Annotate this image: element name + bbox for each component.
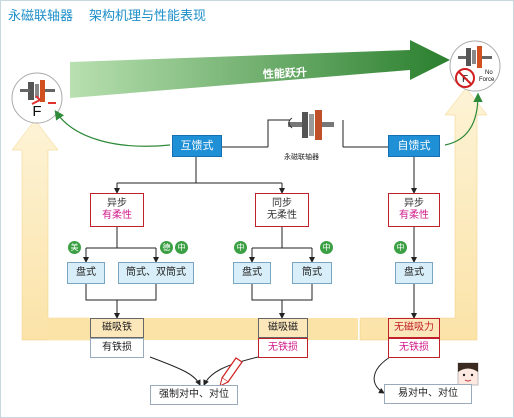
left-async-line1: 异步 bbox=[107, 198, 127, 209]
no-force-coupling-icon: F bbox=[449, 40, 501, 92]
right-badge: 中 bbox=[394, 241, 407, 254]
no-force-line1: No bbox=[485, 70, 493, 76]
right-async-line1: 异步 bbox=[404, 198, 424, 209]
mid-sync-line1: 同步 bbox=[272, 198, 292, 209]
coupling-image bbox=[288, 110, 334, 140]
mid-badge-2: 中 bbox=[320, 241, 333, 254]
badge-de: 德 bbox=[160, 241, 173, 254]
svg-text:F: F bbox=[462, 74, 468, 85]
left-magnet-box: 磁吸铁 bbox=[90, 318, 144, 338]
badge-us: 美 bbox=[68, 241, 81, 254]
mid-sync-line2: 无柔性 bbox=[267, 210, 297, 221]
right-disc-box: 盘式 bbox=[395, 262, 433, 284]
mid-tube-box: 筒式 bbox=[292, 262, 332, 284]
page-title: 永磁联轴器架构机理与性能表现 bbox=[8, 5, 222, 24]
mutual-feed-box: 互馈式 bbox=[172, 135, 222, 157]
mid-badge-1: 中 bbox=[234, 241, 247, 254]
mid-magnet-box: 磁吸磁 bbox=[258, 318, 308, 338]
title-part2: 架构机理与性能表现 bbox=[89, 9, 207, 24]
badge-cn: 中 bbox=[175, 241, 188, 254]
easy-alignment-box: 易对中、对位 bbox=[384, 384, 472, 404]
right-magnet-box: 无磁吸力 bbox=[388, 318, 440, 338]
mid-loss-box: 无铁损 bbox=[258, 338, 308, 358]
avatar bbox=[457, 362, 479, 386]
left-loss-box: 有铁损 bbox=[90, 338, 144, 358]
mid-disc-box: 盘式 bbox=[233, 262, 271, 284]
performance-arrow bbox=[70, 40, 450, 98]
center-caption: 永磁联轴器 bbox=[284, 153, 319, 161]
left-async-box: 异步 有柔性 bbox=[90, 193, 144, 227]
force-coupling-icon bbox=[11, 72, 63, 124]
force-label: F bbox=[32, 103, 41, 120]
left-tube-box: 筒式、双筒式 bbox=[118, 262, 194, 284]
pencil-icon bbox=[219, 357, 243, 387]
no-force-line2: Force bbox=[479, 77, 495, 83]
forced-alignment-box: 强制对中、对位 bbox=[150, 385, 238, 405]
title-part1: 永磁联轴器 bbox=[8, 9, 74, 24]
mid-sync-box: 同步 无柔性 bbox=[255, 193, 309, 227]
self-feed-box: 自馈式 bbox=[388, 135, 440, 157]
right-loss-box: 无铁损 bbox=[388, 338, 440, 358]
right-async-box: 异步 有柔性 bbox=[388, 193, 440, 227]
left-disc-box: 盘式 bbox=[67, 262, 105, 284]
right-async-line2: 有柔性 bbox=[399, 210, 429, 221]
left-async-line2: 有柔性 bbox=[102, 210, 132, 221]
